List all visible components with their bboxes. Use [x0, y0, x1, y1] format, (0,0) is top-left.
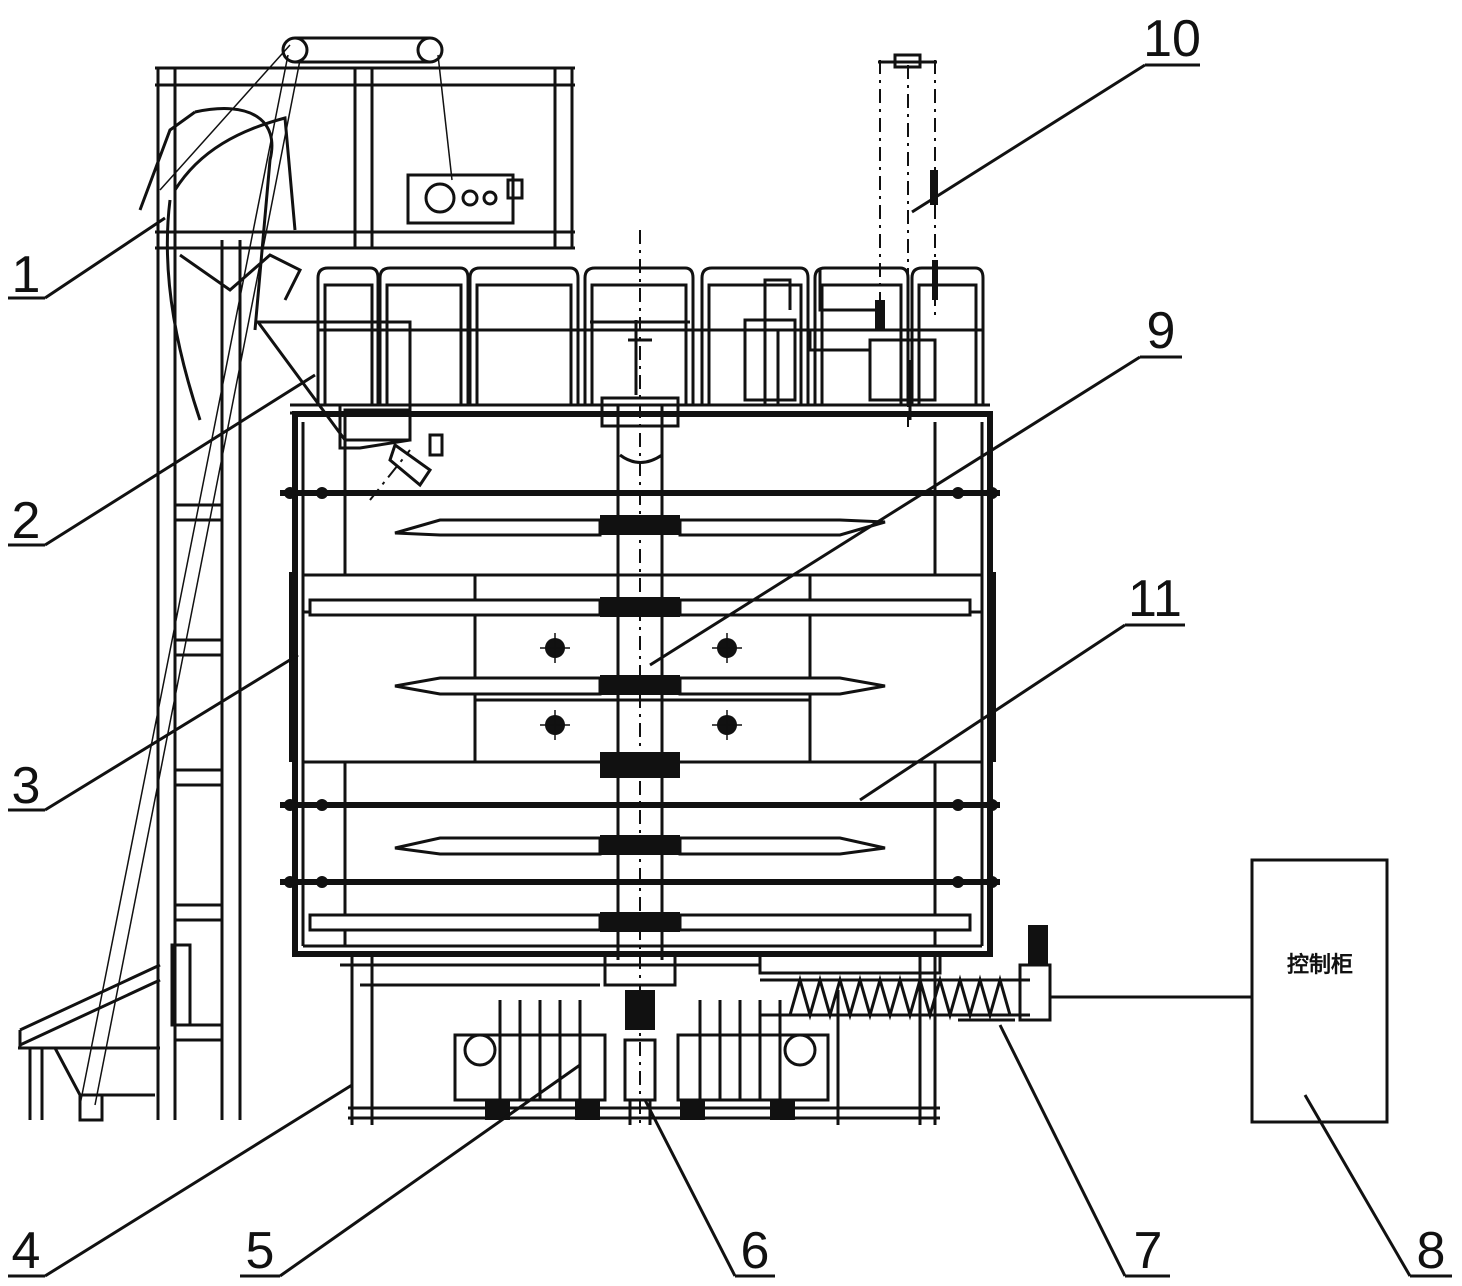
leader-lines [8, 63, 1452, 1278]
callout-2: 2 [12, 492, 41, 550]
callout-11: 11 [1128, 570, 1182, 628]
control-cabinet: 控制柜 [1250, 858, 1389, 1124]
callout-7: 7 [1134, 1222, 1163, 1280]
base-structure [340, 955, 940, 1125]
exhaust-stack [743, 53, 938, 430]
callout-5: 5 [246, 1222, 275, 1280]
discharge-screw [758, 925, 1252, 1022]
callout-9: 9 [1147, 302, 1176, 360]
central-shaft [600, 230, 680, 1125]
elevator-frame [18, 36, 575, 1122]
callout-1: 1 [12, 246, 41, 304]
control-cabinet-label: 控制柜 [1287, 952, 1353, 978]
vessel [289, 411, 996, 957]
callout-3: 3 [12, 757, 41, 815]
callout-4: 4 [12, 1222, 41, 1280]
callout-10: 10 [1143, 10, 1201, 68]
callout-numbers: 1 2 3 4 5 6 7 8 9 10 11 [12, 10, 1446, 1280]
callout-6: 6 [741, 1222, 770, 1280]
callout-8: 8 [1417, 1222, 1446, 1280]
